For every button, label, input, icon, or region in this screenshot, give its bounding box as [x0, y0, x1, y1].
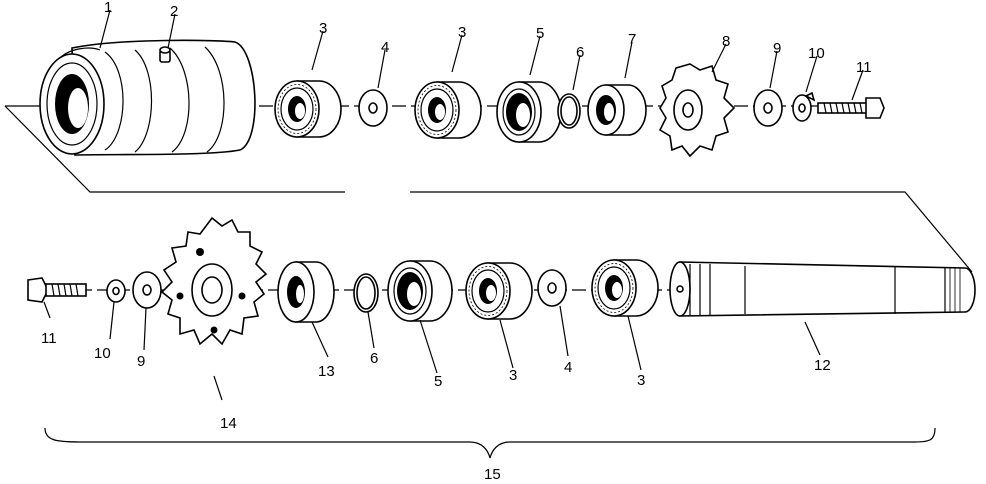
callout-5b: 5	[434, 373, 442, 390]
callout-9b: 9	[137, 353, 145, 370]
shaft-12	[669, 261, 976, 317]
callout-9a: 9	[773, 40, 781, 57]
housing	[39, 39, 256, 156]
callout-13: 13	[318, 363, 335, 380]
bearing-3c	[465, 262, 533, 320]
leader-lines	[43, 9, 864, 401]
callout-2: 2	[170, 3, 178, 20]
callout-7: 7	[628, 31, 636, 48]
spacer-13	[277, 261, 335, 323]
callout-14: 14	[220, 415, 237, 432]
washer-9b	[132, 271, 162, 309]
callout-5a: 5	[536, 25, 544, 42]
spacer-7	[587, 84, 647, 136]
callout-4a: 4	[381, 39, 389, 56]
washer-4a	[358, 89, 388, 127]
bearing-3a	[274, 80, 342, 138]
o-ring-6a	[557, 93, 581, 129]
lower-assembly	[27, 216, 976, 346]
callout-10b: 10	[94, 345, 111, 362]
race-5b	[387, 260, 453, 322]
callout-3a: 3	[319, 20, 327, 37]
callout-8: 8	[722, 33, 730, 50]
bearing-3d	[591, 259, 659, 317]
callout-6b: 6	[370, 350, 378, 367]
lock-washer-10b	[106, 279, 126, 303]
callout-6a: 6	[576, 44, 584, 61]
washer-9a	[753, 89, 783, 127]
bolt-11a	[817, 97, 885, 119]
callout-3b: 3	[458, 24, 466, 41]
callout-12: 12	[814, 357, 831, 374]
callout-11a: 11	[856, 59, 872, 76]
sprocket-8	[658, 63, 736, 158]
callout-3d: 3	[637, 372, 645, 389]
callout-4b: 4	[564, 359, 572, 376]
bearing-3b	[414, 81, 482, 139]
callout-1: 1	[104, 0, 112, 16]
sprocket-14	[160, 216, 268, 346]
upper-assembly	[4, 39, 973, 273]
lock-washer-10a	[792, 91, 816, 122]
brace-15	[44, 427, 936, 459]
race-5a	[496, 81, 562, 143]
callout-15: 15	[484, 466, 501, 483]
o-ring-6b	[353, 273, 379, 313]
callout-11b: 11	[41, 330, 57, 347]
callout-3c: 3	[509, 367, 517, 384]
callout-10a: 10	[808, 45, 825, 62]
callout-numbers: 1 2 3 4 3 5 6 7 8 9 10 11 11 10 9 14 13 …	[41, 0, 872, 483]
washer-4b	[537, 269, 567, 307]
bolt-11b	[27, 277, 87, 303]
